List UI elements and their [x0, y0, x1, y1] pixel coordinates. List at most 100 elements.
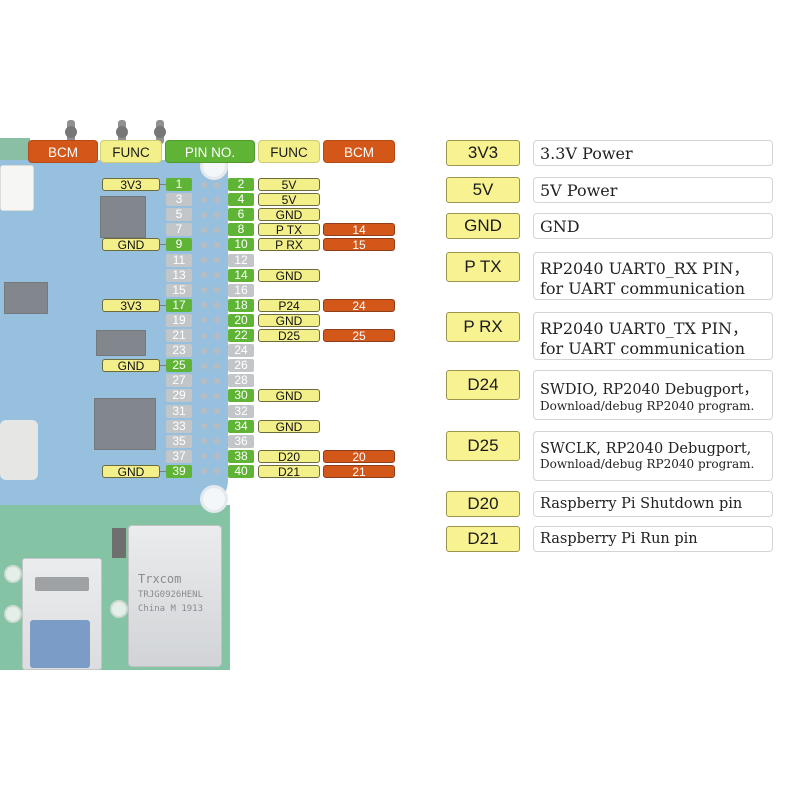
legend-description: RP2040 UART0_TX PIN，for UART communicati… [533, 312, 773, 360]
ic-chip [96, 330, 146, 356]
pin-number-31: 31 [166, 404, 192, 418]
pin-number-15: 15 [166, 283, 192, 297]
eth-label: China M 1913 [138, 604, 204, 614]
func-label-right: D25 [258, 329, 320, 342]
bcm-label-right: 14 [323, 223, 395, 237]
pin-number-27: 27 [166, 374, 192, 388]
func-label-right: GND [258, 313, 320, 327]
pin-pad [214, 392, 220, 399]
pin-pad [214, 453, 220, 460]
rp2040-chip [94, 398, 156, 450]
pin-number-6: 6 [228, 208, 254, 222]
leader-line [160, 244, 166, 246]
legend-key-d25: D25 [446, 431, 520, 461]
bcm-label-right: 20 [323, 449, 395, 463]
legend-description: RP2040 UART0_RX PIN，for UART communicati… [533, 252, 773, 300]
pcb-hole [4, 605, 22, 623]
legend-description: SWCLK, RP2040 Debugport,Download/debug R… [533, 431, 773, 481]
pin-number-17: 17 [166, 298, 192, 312]
legend-description-line: RP2040 UART0_TX PIN， [540, 318, 749, 338]
legend-description-line: SWDIO, RP2040 Debugport， [540, 381, 759, 398]
legend-description: Raspberry Pi Run pin [533, 526, 773, 552]
pin-pad [201, 181, 207, 188]
legend-key-d20: D20 [446, 491, 520, 517]
pin-number-30: 30 [228, 389, 254, 403]
header-bcm-left: BCM [28, 140, 98, 163]
pin-number-7: 7 [166, 223, 192, 237]
func-label-left: 3V3 [102, 178, 160, 191]
bcm-label-right: 25 [323, 329, 395, 342]
func-label-left: GND [102, 464, 160, 478]
board-photo: Trxcom TRJG0926HENL China M 1913 [0, 120, 230, 670]
pin-pad [214, 181, 220, 188]
button-cap [154, 126, 166, 138]
func-label-right: GND [258, 268, 320, 282]
header-pin-no: PIN NO. [165, 140, 255, 163]
func-label-right: 5V [258, 178, 320, 191]
legend-description-line: Download/debug RP2040 program. [540, 457, 755, 471]
pin-pad [201, 302, 207, 309]
pin-pad [201, 438, 207, 445]
leader-line [160, 184, 166, 185]
battery-connector [0, 165, 34, 211]
func-label-right: D20 [258, 449, 320, 463]
pin-number-5: 5 [166, 208, 192, 222]
legend-description: 5V Power [533, 177, 773, 203]
func-label-left: 3V3 [102, 298, 160, 312]
pin-number-38: 38 [228, 449, 254, 463]
header-bcm-right: BCM [323, 140, 395, 163]
legend-key-5v: 5V [446, 177, 520, 203]
eth-label: TRJG0926HENL [138, 590, 204, 600]
func-label-right: P RX [258, 238, 320, 252]
pin-number-35: 35 [166, 434, 192, 448]
pin-pad [214, 377, 220, 384]
pin-number-33: 33 [166, 419, 192, 433]
pin-pad [214, 226, 220, 233]
pin-number-37: 37 [166, 449, 192, 463]
legend-key-p-rx: P RX [446, 312, 520, 342]
pin-number-9: 9 [166, 238, 192, 252]
pin-pad [201, 287, 207, 294]
legend-description: Raspberry Pi Shutdown pin [533, 491, 773, 517]
pin-pad [214, 347, 220, 354]
usb3-port [30, 620, 90, 668]
pin-pad [214, 362, 220, 369]
capacitor [0, 420, 38, 480]
func-label-right: 5V [258, 193, 320, 207]
pin-pad [214, 196, 220, 203]
pin-number-25: 25 [166, 359, 192, 373]
func-label-right: GND [258, 419, 320, 433]
pin-pad [201, 211, 207, 218]
legend-key-p-tx: P TX [446, 252, 520, 282]
pin-pad [201, 453, 207, 460]
pin-number-24: 24 [228, 344, 254, 358]
pin-number-14: 14 [228, 268, 254, 282]
pin-pad [201, 317, 207, 324]
pin-pad [214, 438, 220, 445]
pin-number-13: 13 [166, 268, 192, 282]
pin-number-23: 23 [166, 344, 192, 358]
pin-number-22: 22 [228, 329, 254, 342]
func-label-right: GND [258, 389, 320, 403]
pin-pad [214, 332, 220, 339]
pin-number-16: 16 [228, 283, 254, 297]
eth-label: Trxcom [138, 572, 182, 586]
pin-number-10: 10 [228, 238, 254, 252]
legend-description-line: for UART communication [540, 338, 746, 358]
pin-pad [214, 302, 220, 309]
mounting-hole [200, 485, 228, 513]
pin-pad [201, 423, 207, 430]
pin-pad [214, 211, 220, 218]
connector [112, 528, 126, 558]
pin-pad [214, 241, 220, 248]
legend-description-line: SWCLK, RP2040 Debugport, [540, 441, 752, 457]
pin-pad [201, 347, 207, 354]
pin-number-34: 34 [228, 419, 254, 433]
legend-description: 3.3V Power [533, 140, 773, 166]
pin-number-12: 12 [228, 253, 254, 267]
pcb-hole [110, 600, 128, 618]
legend-key-3v3: 3V3 [446, 140, 520, 166]
pin-pad [201, 392, 207, 399]
pin-number-32: 32 [228, 404, 254, 418]
pin-number-40: 40 [228, 464, 254, 478]
